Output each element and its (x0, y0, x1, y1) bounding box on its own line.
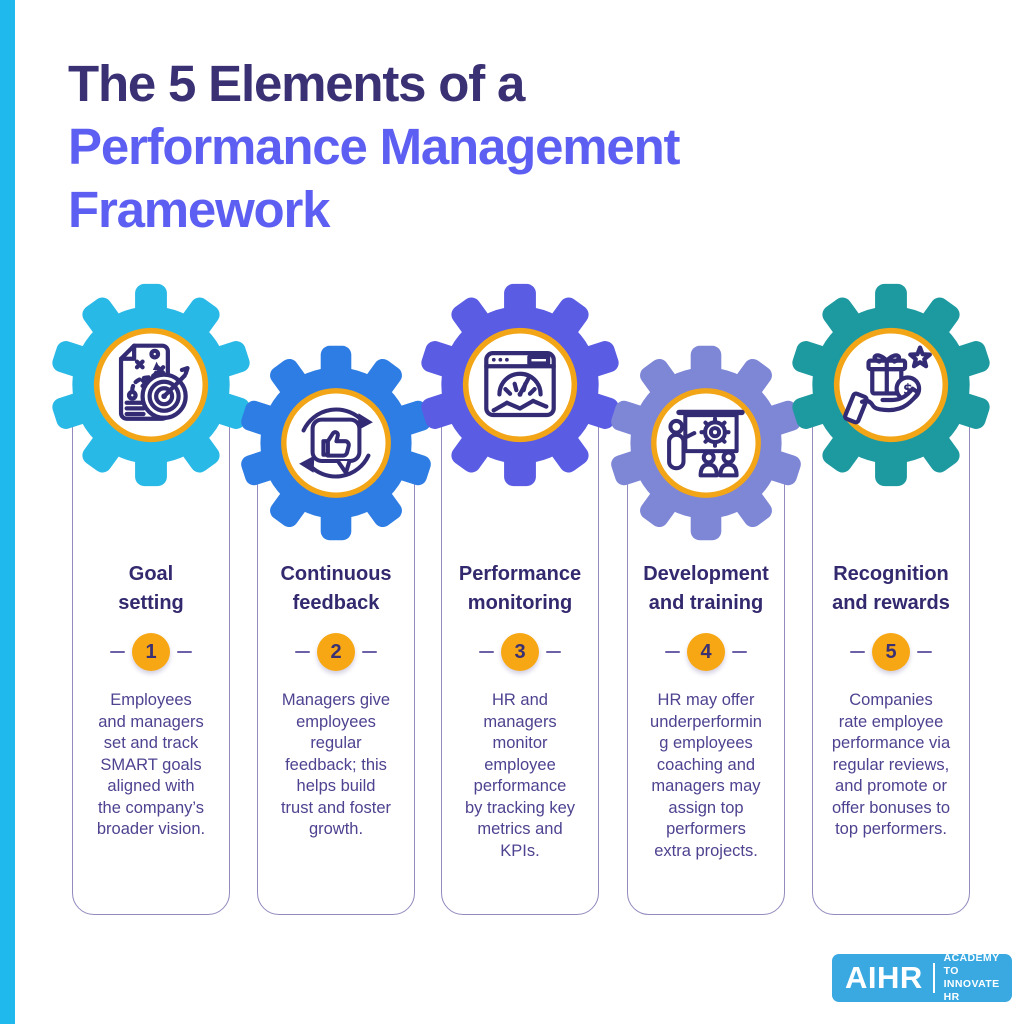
element-column-goal-setting: Goal setting 1 Employees and managers se… (49, 0, 253, 1024)
aihr-logo-tagline: ACADEMY TO INNOVATE HR (943, 952, 1000, 1003)
reward-gift-hand-icon: $ (843, 345, 932, 425)
aihr-logo-brand: AIHR (845, 960, 923, 995)
badge-dash-right (917, 651, 932, 653)
badge-dash-left (479, 651, 494, 653)
step-badge: 2 (257, 633, 415, 671)
gear-icon (238, 345, 434, 541)
element-title: Development and training (643, 563, 769, 614)
step-number: 3 (501, 633, 539, 671)
element-description: Employees and managers set and track SMA… (96, 691, 206, 838)
page-title-line2: Performance Management Framework (68, 118, 681, 238)
step-badge: 4 (627, 633, 785, 671)
dashboard-gauge-icon (484, 351, 556, 418)
step-badge: 3 (441, 633, 599, 671)
badge-dash-left (110, 651, 125, 653)
element-description: Managers give employees regular feedback… (280, 691, 392, 838)
element-title: Performance monitoring (458, 563, 582, 614)
step-number: 2 (317, 633, 355, 671)
page-title-line1: The 5 Elements of a (68, 55, 525, 112)
step-number: 5 (872, 633, 910, 671)
element-description: HR and managers monitor employee perform… (464, 691, 576, 860)
training-presentation-icon (667, 409, 745, 478)
element-column-performance-monitoring: Performance monitoring 3 HR and managers… (418, 0, 622, 1024)
badge-dash-left (850, 651, 865, 653)
left-accent-bar (0, 0, 15, 1024)
feedback-loop-thumbs-up-icon (299, 407, 373, 479)
badge-dash-right (362, 651, 377, 653)
element-column-continuous-feedback: Continuous feedback 2 Managers give empl… (238, 0, 434, 1024)
page-title: The 5 Elements of a Performance Manageme… (68, 52, 681, 241)
element-title: Recognition and rewards (832, 563, 950, 614)
gear-icon: $ (789, 283, 993, 487)
step-number: 4 (687, 633, 725, 671)
logo-divider (932, 963, 935, 993)
badge-dash-right (177, 651, 192, 653)
step-badge: 5 (812, 633, 970, 671)
element-title: Continuous feedback (280, 563, 392, 614)
step-number: 1 (132, 633, 170, 671)
element-description: HR may offer underperformin g employees … (650, 691, 762, 860)
badge-dash-left (295, 651, 310, 653)
strategy-document-target-icon (118, 343, 190, 421)
element-column-development-training: Development and training 4 HR may offer … (608, 0, 804, 1024)
badge-dash-right (732, 651, 747, 653)
element-title: Goal setting (118, 563, 184, 614)
element-card (627, 460, 785, 915)
element-column-recognition-rewards: $ Recognition and rewards 5 Companies ra… (789, 0, 993, 1024)
gear-icon (418, 283, 622, 487)
svg-text:$: $ (903, 382, 913, 398)
badge-dash-right (546, 651, 561, 653)
aihr-logo: AIHR ACADEMY TO INNOVATE HR (832, 952, 1012, 1003)
element-description: Companies rate employee performance via … (831, 691, 951, 838)
step-badge: 1 (72, 633, 230, 671)
gear-icon (608, 345, 804, 541)
badge-dash-left (665, 651, 680, 653)
gear-icon (49, 283, 253, 487)
